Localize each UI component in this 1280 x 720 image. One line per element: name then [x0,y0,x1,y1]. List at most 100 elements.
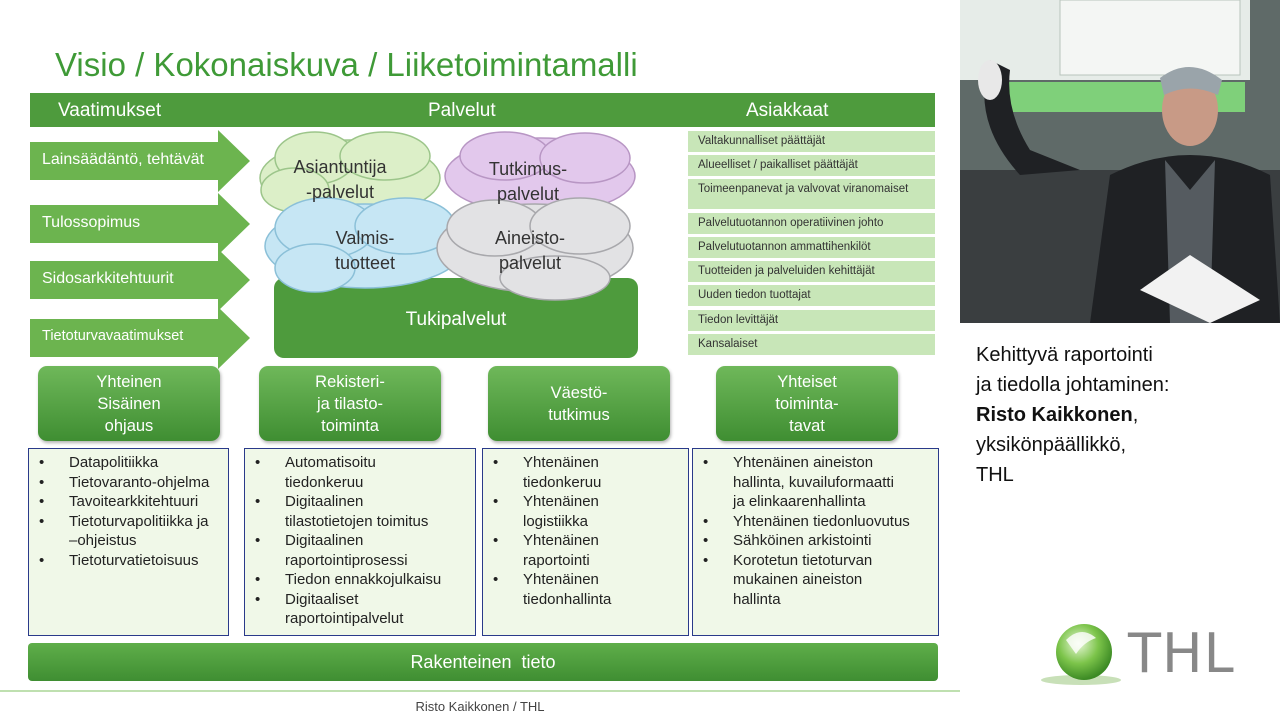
list-item: Tietoturvapolitiikka ja [39,512,228,532]
list-item: tiedonhallinta [523,590,612,608]
area-label-line: Rekisteri- [315,372,385,391]
area-box-registry: Rekisteri- ja tilasto- toiminta [259,366,441,441]
arrow-icon [30,249,250,311]
area-label-line: toiminta [321,416,379,435]
structured-data-label: Rakenteinen tieto [410,652,556,672]
customer-item: Palvelutuotannon operatiivinen johto [688,213,935,234]
list-item: hallinta [733,590,781,608]
list-item: Tietovaranto-ohjelma [39,473,228,493]
caption-line: ja tiedolla johtaminen: [976,374,1170,396]
cloud-label-line: Valmis- [335,228,395,248]
list-item: raportointipalvelut [285,610,404,627]
cloud-label-line: Asiantuntija [293,157,387,177]
list-item: Korotetun tietoturvan [703,551,938,571]
list-item: Yhtenäinen [493,492,688,512]
caption-line: THL [976,464,1014,486]
list-item: Tietoturvatietoisuus [39,551,228,571]
list-item: Yhtenäinen aineiston [703,453,938,473]
requirement-label: Tulossopimus [42,214,141,231]
cloud-expert-label: Asiantuntija -palvelut [270,155,410,205]
speaker-name: Risto Kaikkonen [976,404,1133,426]
cloud-label-line: tuotteet [334,253,396,273]
list-item: Digitaaliset [255,590,475,610]
list-item: Tiedon ennakkojulkaisu [255,570,475,590]
list-item: Sähköinen arkistointi [703,531,938,551]
customer-item: Palvelutuotannon ammattihenkilöt [688,237,935,258]
customer-item: Tiedon levittäjät [688,310,935,331]
list-item: Digitaalinen [255,531,475,551]
cloud-data-label: Aineisto- palvelut [460,226,600,276]
area-label-line: Yhteiset [777,372,837,391]
customer-item: Uuden tiedon tuottajat [688,285,935,306]
customer-item: Tuotteiden ja palveluiden kehittäjät [688,261,935,282]
video-caption: Kehittyvä raportointi ja tiedolla johtam… [976,340,1169,490]
list-item: tiedonkeruu [285,473,364,491]
list-item: mukainen aineiston [733,571,863,588]
area-box-internal: Yhteinen Sisäinen ohjaus [38,366,220,441]
list-item: –ohjeistus [69,532,137,549]
list-item: Yhtenäinen [493,453,688,473]
structured-data-bar: Rakenteinen tieto [28,643,938,681]
requirement-label: Tietoturvavaatimukset [42,328,184,344]
requirement-arrow: Tietoturvavaatimukset [30,307,250,369]
list-box-internal: Datapolitiikka Tietovaranto-ohjelma Tavo… [28,448,229,636]
area-label-line: tutkimus [548,405,610,424]
slide-footer: Risto Kaikkonen / THL [415,699,545,714]
thl-logo-text: THL [1128,622,1235,685]
customer-item: Toimeenpanevat ja valvovat viranomaiset [688,179,935,209]
header-requirements: Vaatimukset [58,100,162,121]
list-box-population: Yhtenäinen tiedonkeruu Yhtenäinen logist… [482,448,689,636]
list-item: Digitaalinen [255,492,475,512]
requirement-arrow: Lainsäädäntö, tehtävät [30,130,250,192]
cloud-label-line: -palvelut [305,182,375,202]
arrow-icon [30,193,250,255]
list-item: Yhtenäinen tiedonluovutus [703,512,938,532]
customer-item: Alueelliset / paikalliset päättäjät [688,155,935,176]
area-label-line: tavat [789,416,825,435]
cloud-products-label: Valmis- tuotteet [295,226,435,276]
header-services: Palvelut [428,100,496,121]
area-label-line: ja tilasto- [316,394,384,413]
thl-logo-icon [1041,624,1121,685]
arrow-icon [30,130,250,192]
list-item: Automatisoitu [255,453,475,473]
speaker-silhouette-icon [960,0,1280,323]
list-item: Yhtenäinen [493,531,688,551]
caption-line: yksikönpäällikkö, [976,434,1127,456]
list-box-common: Yhtenäinen aineiston hallinta, kuvailufo… [692,448,939,636]
slide-title: Visio / Kokonaiskuva / Liiketoimintamall… [55,46,638,83]
list-box-registry: Automatisoitu tiedonkeruu Digitaalinen t… [244,448,476,636]
cloud-label-line: Tutkimus- [488,159,568,179]
list-item: logistiikka [523,512,589,530]
requirement-label: Lainsäädäntö, tehtävät [42,151,204,168]
requirement-label: Sidosarkkitehtuurit [42,270,174,287]
cloud-label-line: palvelut [496,184,560,204]
cloud-research-icon [444,131,636,215]
arrow-icon [30,307,250,369]
list-item: tiedonkeruu [523,473,602,491]
header-customers: Asiakkaat [746,100,829,121]
cloud-products-icon [264,197,466,293]
list-item: Datapolitiikka [39,453,228,473]
caption-speaker-line: Risto Kaikkonen, [976,400,1169,430]
list-item: raportointi [523,551,590,569]
area-label-line: Väestö- [550,383,608,402]
list-item: tilastotietojen toimitus [285,512,429,530]
area-label-line: ohjaus [104,416,154,435]
requirement-arrow: Tulossopimus [30,193,250,255]
area-label-line: toiminta- [775,394,839,413]
area-label-line: Sisäinen [97,394,161,413]
list-item: raportointiprosessi [285,551,408,569]
area-label-line: Yhteinen [96,372,162,391]
requirement-arrow: Sidosarkkitehtuurit [30,249,250,311]
cloud-data-icon [436,197,634,301]
presentation-slide: Visio / Kokonaiskuva / Liiketoimintamall… [0,0,960,720]
service-clouds [259,131,636,301]
speaker-suffix: , [1132,404,1139,426]
support-services-label: Tukipalvelut [405,309,507,330]
cloud-research-label: Tutkimus- palvelut [458,157,598,207]
list-item: ja elinkaarenhallinta [733,493,866,510]
customer-item: Valtakunnalliset päättäjät [688,131,935,152]
area-box-common: Yhteiset toiminta- tavat [716,366,898,441]
speaker-video [960,0,1280,323]
